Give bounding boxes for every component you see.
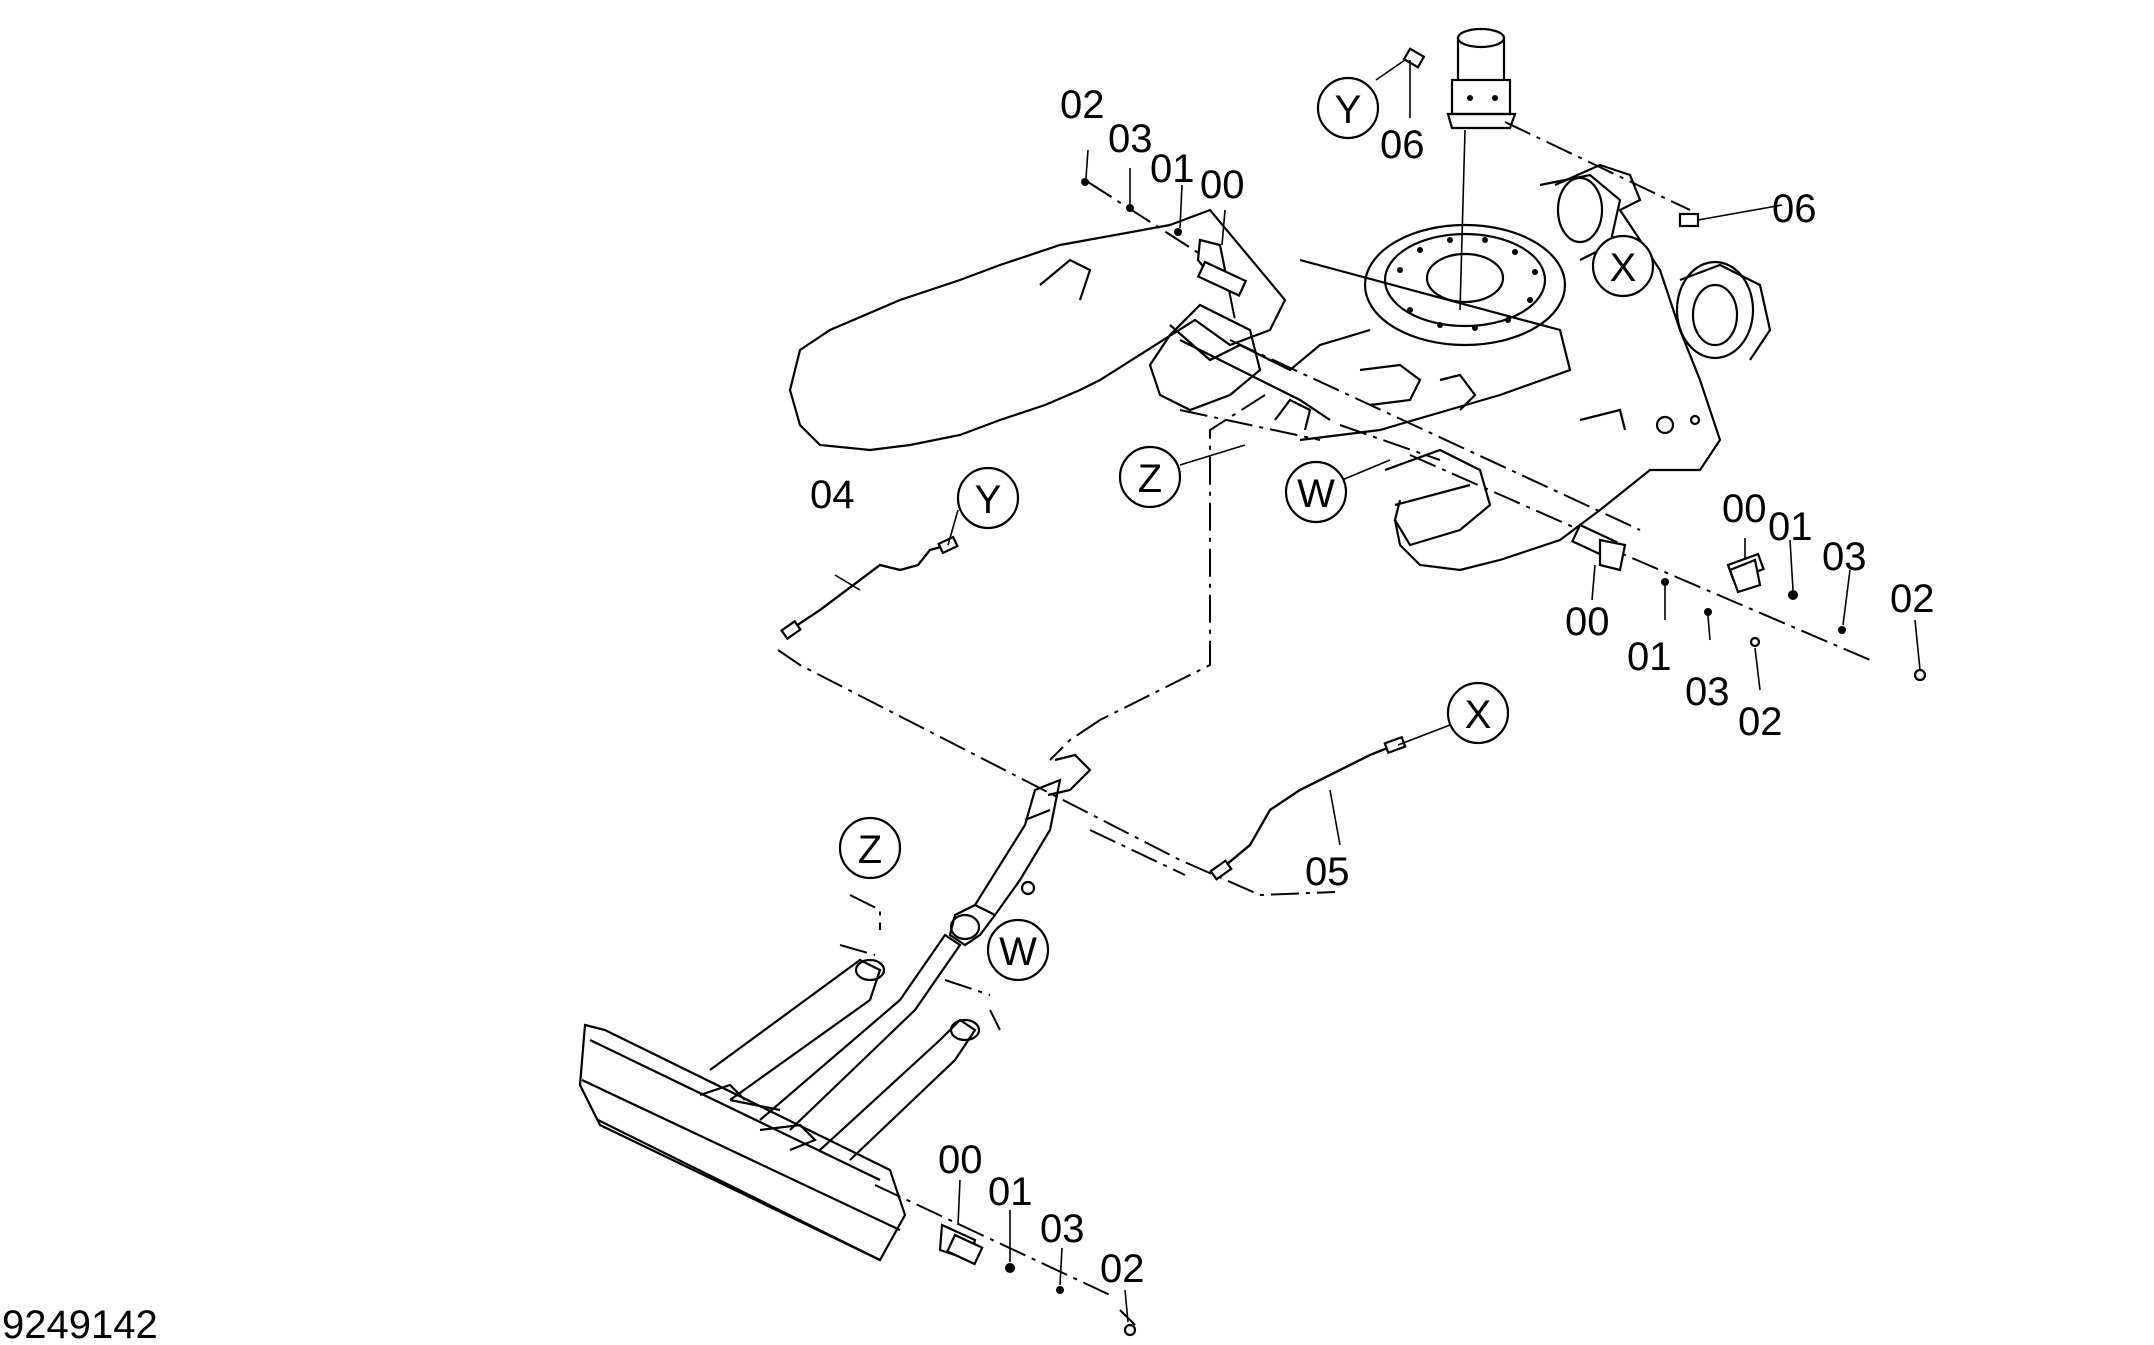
callout-y-top-label: Y bbox=[1335, 88, 1362, 132]
label-d-02: 02 bbox=[1100, 1247, 1145, 1291]
label-c-00: 00 bbox=[1722, 487, 1767, 531]
label-06-right: 06 bbox=[1772, 187, 1817, 231]
label-a-00: 00 bbox=[1200, 163, 1245, 207]
connection-lines bbox=[777, 121, 1871, 1326]
label-c-01: 01 bbox=[1768, 505, 1813, 549]
pin-assembly-c bbox=[1726, 538, 1927, 682]
drawing-number: 9249142 bbox=[2, 1303, 158, 1345]
fitting-06-right-icon bbox=[1678, 212, 1700, 228]
callout-z-blade-label: Z bbox=[858, 828, 882, 872]
blade-bracket-z bbox=[839, 894, 881, 956]
label-b-00: 00 bbox=[1565, 600, 1610, 644]
callout-z-blade: Z bbox=[838, 816, 902, 880]
label-06-top: 06 bbox=[1380, 123, 1425, 167]
callout-leaders bbox=[834, 59, 1783, 846]
label-d-00: 00 bbox=[938, 1138, 983, 1182]
label-05: 05 bbox=[1305, 850, 1350, 894]
label-b-02: 02 bbox=[1738, 700, 1783, 744]
callout-x-hose-label: X bbox=[1465, 693, 1492, 737]
pin-assembly-d bbox=[938, 1179, 1137, 1337]
hose-05 bbox=[1209, 735, 1407, 881]
pin-assembly-a bbox=[1081, 149, 1248, 297]
callout-w-blade-label: W bbox=[999, 930, 1037, 974]
callout-z-top: Z bbox=[1118, 445, 1182, 509]
callout-y-hose: Y bbox=[956, 466, 1020, 530]
label-a-02: 02 bbox=[1060, 83, 1105, 127]
label-d-01: 01 bbox=[988, 1170, 1033, 1214]
ring-bolts bbox=[1397, 237, 1538, 331]
label-a-03: 03 bbox=[1108, 117, 1153, 161]
label-c-03: 03 bbox=[1822, 535, 1867, 579]
label-b-01: 01 bbox=[1627, 635, 1672, 679]
dozer-blade bbox=[578, 933, 981, 1262]
label-c-02: 02 bbox=[1890, 577, 1935, 621]
label-a-01: 01 bbox=[1150, 147, 1195, 191]
undercarriage-frame bbox=[788, 163, 1772, 572]
callout-w-blade: W bbox=[986, 918, 1050, 982]
blade-cylinder bbox=[948, 753, 1092, 947]
fitting-06-top-icon bbox=[1402, 47, 1426, 69]
callout-z-top-label: Z bbox=[1138, 457, 1162, 501]
swivel-joint bbox=[1446, 27, 1517, 311]
callout-w-top: W bbox=[1284, 460, 1348, 524]
callout-y-top: Y bbox=[1316, 76, 1380, 140]
callout-x-top-label: X bbox=[1610, 246, 1637, 290]
blade-bracket-w bbox=[944, 979, 1001, 1031]
label-d-03: 03 bbox=[1040, 1207, 1085, 1251]
callout-y-hose-label: Y bbox=[975, 478, 1002, 522]
callout-x-top: X bbox=[1591, 234, 1655, 298]
callout-x-hose: X bbox=[1446, 681, 1510, 745]
hose-04 bbox=[780, 535, 959, 641]
label-b-03: 03 bbox=[1685, 670, 1730, 714]
label-04: 04 bbox=[810, 473, 855, 517]
callout-w-top-label: W bbox=[1297, 472, 1335, 516]
pin-assembly-b bbox=[1570, 523, 1761, 691]
